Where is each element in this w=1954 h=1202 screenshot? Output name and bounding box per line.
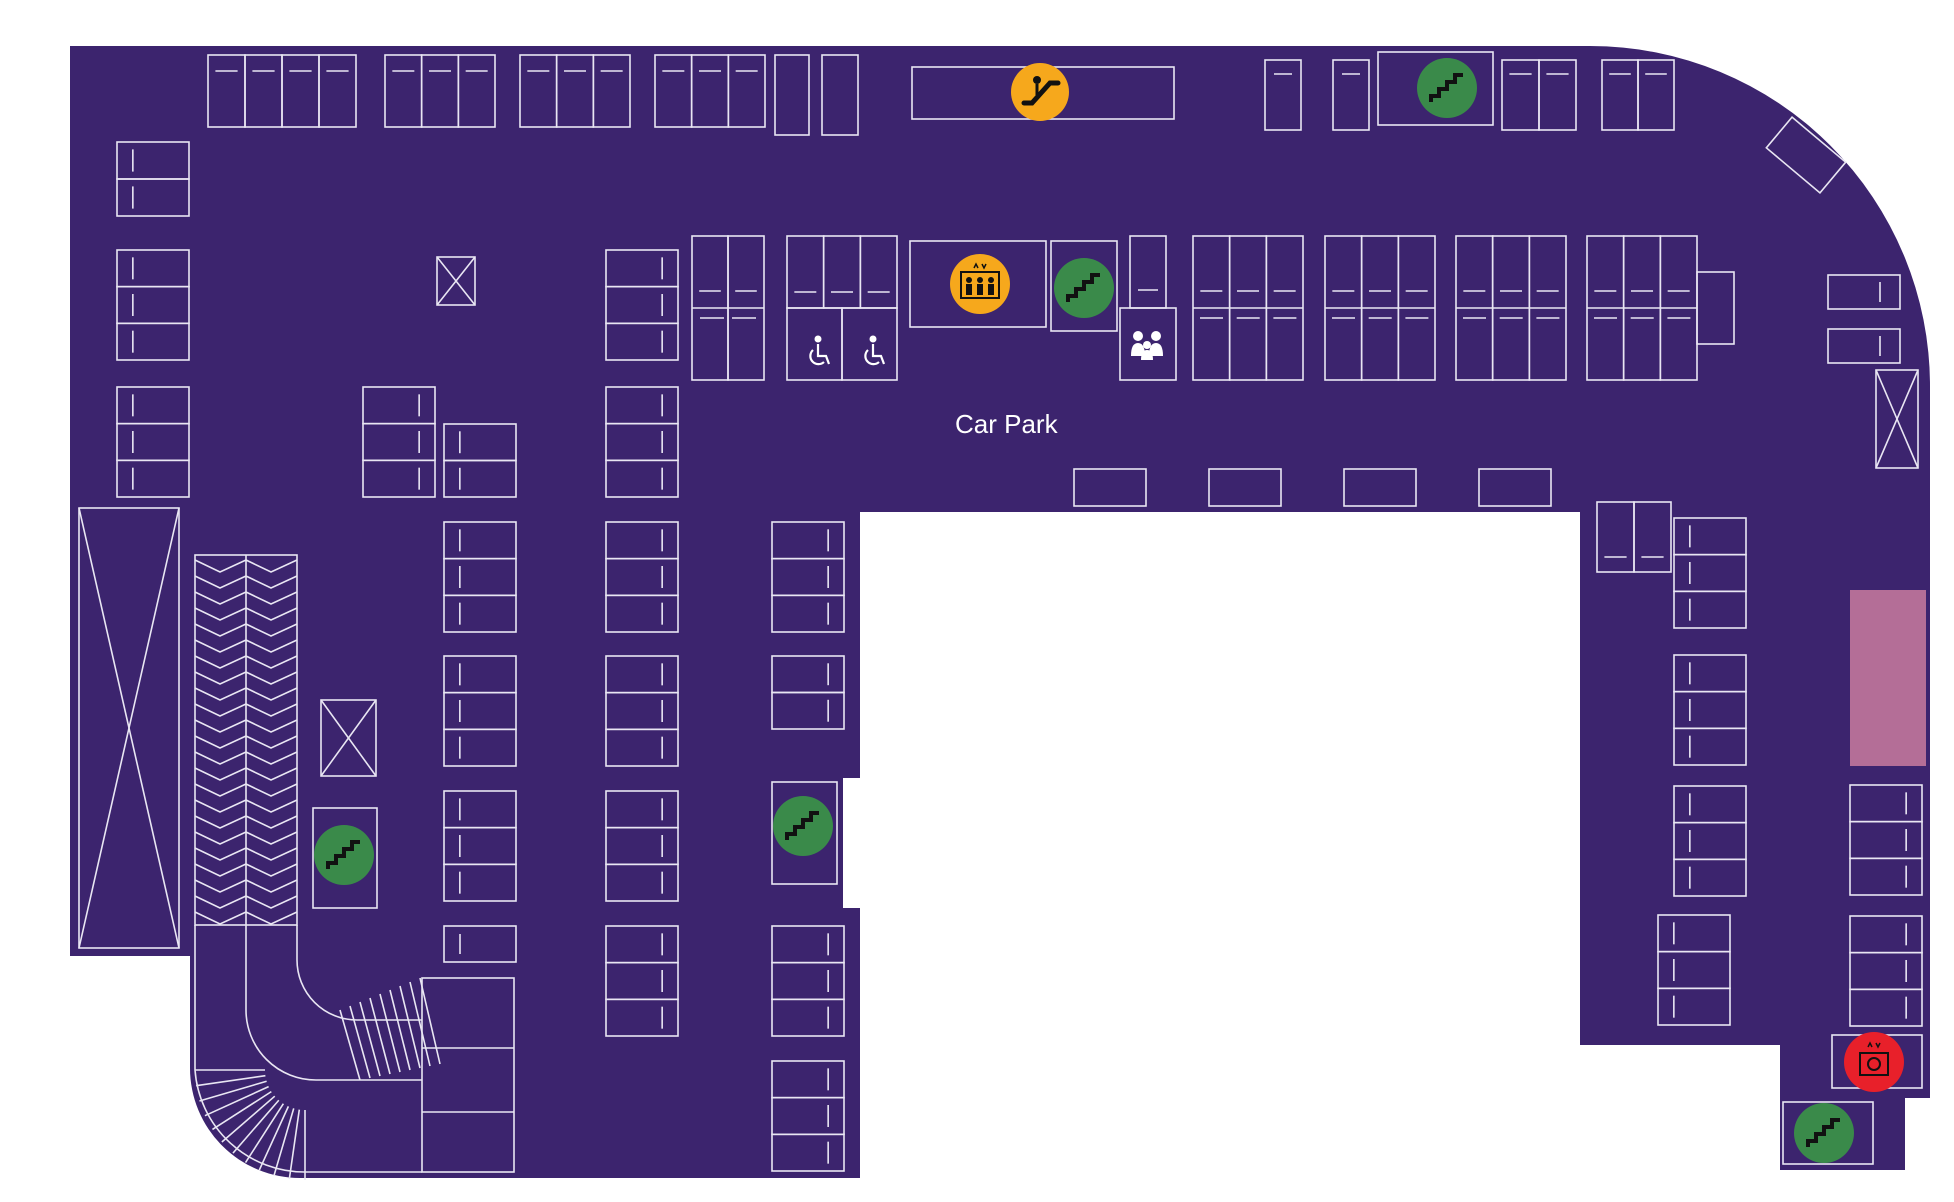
parking-bay <box>1673 858 1747 897</box>
parking-bay <box>821 54 859 136</box>
family-parking-icon <box>1131 331 1163 360</box>
parking-bay <box>1332 59 1370 131</box>
parking-bay <box>1538 59 1577 131</box>
emergency-lift-icon[interactable] <box>1844 1032 1904 1092</box>
stairs-icon[interactable] <box>773 796 833 856</box>
parking-bay <box>1478 468 1552 507</box>
parking-bay <box>841 307 898 381</box>
parking-bay <box>457 54 496 128</box>
pillar <box>320 699 377 777</box>
pillar <box>436 256 476 306</box>
parking-bay <box>771 691 845 730</box>
stairs-icon[interactable] <box>1417 58 1477 118</box>
parking-bay <box>592 54 631 128</box>
parking-bay <box>1343 468 1417 507</box>
parking-bay <box>1119 307 1177 381</box>
parking-bay <box>443 728 517 767</box>
vehicle-ramp <box>194 554 515 1180</box>
pillar <box>1875 369 1919 469</box>
parking-bay <box>1264 59 1302 131</box>
parking-bay <box>605 998 679 1037</box>
parking-bay <box>771 1133 845 1172</box>
car-park-label: Car Park <box>955 409 1059 439</box>
parking-bay <box>1657 987 1731 1026</box>
parking-bay <box>727 54 766 128</box>
parking-bay <box>1827 328 1901 364</box>
parking-bay <box>605 728 679 767</box>
parking-bay <box>443 925 517 963</box>
stairs-icon[interactable] <box>314 825 374 885</box>
parking-bay <box>443 459 517 498</box>
parking-bay <box>605 322 679 361</box>
parking-bay <box>605 459 679 498</box>
parking-bay <box>312 807 378 909</box>
parking-bay <box>1849 857 1923 896</box>
highlighted-zone[interactable] <box>1850 590 1926 766</box>
parking-bay <box>1849 988 1923 1027</box>
stairs-icon[interactable] <box>1054 258 1114 318</box>
parking-bay <box>1377 51 1494 126</box>
pillar <box>78 507 180 949</box>
parking-bay <box>774 54 810 136</box>
escalator-icon[interactable] <box>1011 63 1069 121</box>
car-park-floor <box>70 46 1930 1178</box>
parking-bay <box>771 594 845 633</box>
parking-bay <box>1050 240 1118 332</box>
parking-bay <box>443 594 517 633</box>
parking-bay <box>443 863 517 902</box>
accessible-parking-icon <box>809 335 831 366</box>
parking-bay <box>1782 1101 1874 1165</box>
parking-bay <box>116 322 190 361</box>
accessible-parking-icon <box>864 335 886 366</box>
parking-bay <box>1633 501 1672 573</box>
parking-bay <box>362 459 436 498</box>
parking-bay <box>318 54 357 128</box>
parking-bay <box>1696 271 1735 345</box>
parking-bay <box>605 594 679 633</box>
parking-bay <box>1637 59 1675 131</box>
parking-bay <box>116 459 190 498</box>
floor-notch <box>843 778 861 908</box>
lift-icon[interactable] <box>950 254 1010 314</box>
parking-bay <box>1673 727 1747 766</box>
parking-bay <box>1827 274 1901 310</box>
parking-bay <box>771 781 838 885</box>
parking-bay <box>1208 468 1282 507</box>
parking-bay <box>1673 590 1747 629</box>
parking-bay <box>909 240 1047 328</box>
stairs-icon[interactable] <box>1794 1103 1854 1163</box>
parking-bay <box>605 863 679 902</box>
parking-bay <box>771 998 845 1037</box>
parking-bays <box>78 51 1923 1172</box>
parking-bay <box>1073 468 1147 507</box>
parking-bay <box>116 178 190 217</box>
